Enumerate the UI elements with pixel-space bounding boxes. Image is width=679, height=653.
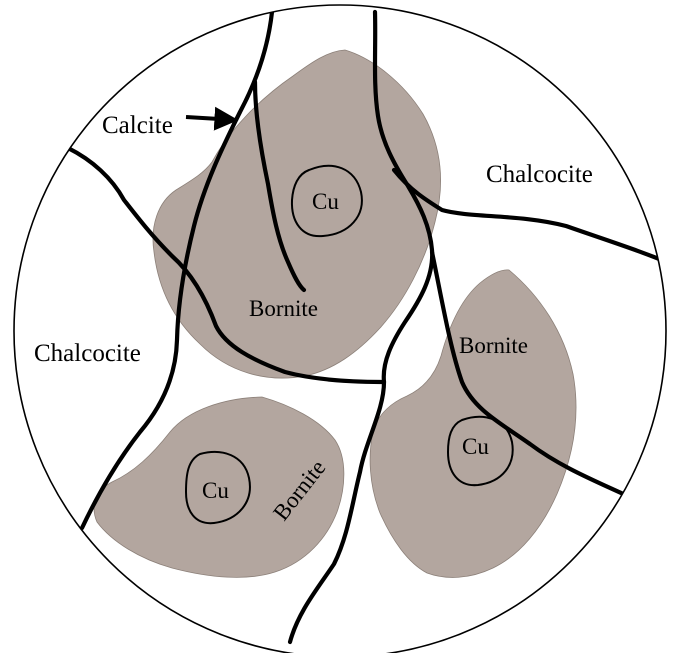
label-cu-top: Cu xyxy=(312,189,339,214)
vein-left-long xyxy=(79,9,275,531)
vein-upper-right xyxy=(391,167,666,269)
cu-inclusion-bottom-left xyxy=(184,450,251,525)
vein-top-branch xyxy=(252,79,307,293)
bornite-grain-bottom-left xyxy=(93,396,345,578)
label-chalcocite-right: Chalcocite xyxy=(486,161,593,188)
label-bornite-right: Bornite xyxy=(459,333,528,358)
vein-left-horizontal xyxy=(65,145,387,385)
bornite-grain-right xyxy=(369,269,577,578)
vein-lower-right xyxy=(429,249,635,501)
calcite-arrow xyxy=(185,106,239,131)
label-cu-right: Cu xyxy=(462,434,489,459)
label-bornite-top: Bornite xyxy=(249,296,318,321)
label-chalcocite-left: Chalcocite xyxy=(34,340,141,367)
cu-inclusion-right xyxy=(446,415,514,487)
cu-inclusion-top xyxy=(290,164,363,238)
label-cu-bottom-left: Cu xyxy=(202,478,229,503)
label-calcite: Calcite xyxy=(102,112,173,139)
vein-center-long xyxy=(287,9,435,645)
